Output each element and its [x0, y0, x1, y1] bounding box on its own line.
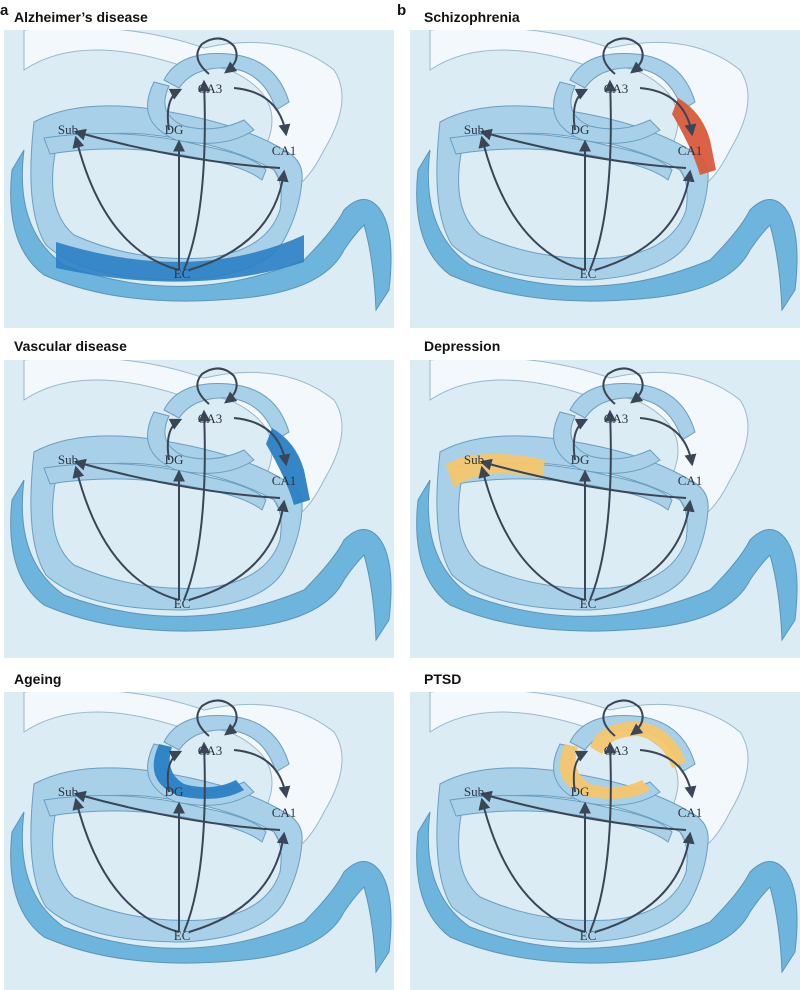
- label-dg: DG: [571, 122, 590, 137]
- label-ca1: CA1: [678, 473, 703, 488]
- panel-title-depression: Depression: [424, 338, 500, 354]
- hippocampus-panel-schizophrenia: CA3 DG Sub CA1 EC: [410, 30, 800, 328]
- label-sub: Sub: [58, 784, 78, 799]
- label-ca3: CA3: [604, 743, 629, 758]
- label-dg: DG: [165, 122, 184, 137]
- label-sub: Sub: [464, 452, 484, 467]
- label-ca3: CA3: [198, 411, 223, 426]
- panel-letter-b: b: [397, 2, 406, 19]
- label-ca1: CA1: [272, 473, 297, 488]
- hippocampus-panel-vascular: CA3 DG Sub CA1 EC: [4, 360, 394, 658]
- label-ca3: CA3: [198, 81, 223, 96]
- label-ec: EC: [580, 928, 597, 943]
- label-sub: Sub: [58, 452, 78, 467]
- hippocampus-panel-alzheimers: CA3 DG Sub CA1 EC: [4, 30, 394, 328]
- label-ca3: CA3: [198, 743, 223, 758]
- label-ca1: CA1: [678, 805, 703, 820]
- panel-title-ptsd: PTSD: [424, 671, 461, 687]
- panel-title-schizophrenia: Schizophrenia: [424, 9, 520, 25]
- label-ec: EC: [580, 596, 597, 611]
- label-dg: DG: [165, 452, 184, 467]
- label-sub: Sub: [464, 784, 484, 799]
- label-sub: Sub: [58, 122, 78, 137]
- hippocampus-panel-ageing: CA3 DG Sub CA1 EC: [4, 692, 394, 990]
- panel-title-ageing: Ageing: [14, 671, 61, 687]
- hippocampus-panel-depression: CA3 DG Sub CA1 EC: [410, 360, 800, 658]
- label-ca1: CA1: [678, 143, 703, 158]
- hippocampus-panel-ptsd: CA3 DG Sub CA1 EC: [410, 692, 800, 990]
- label-ca1: CA1: [272, 143, 297, 158]
- label-ec: EC: [174, 928, 191, 943]
- label-ec: EC: [174, 596, 191, 611]
- panel-letter-a: a: [0, 2, 8, 19]
- panel-title-vascular: Vascular disease: [14, 338, 127, 354]
- label-dg: DG: [165, 784, 184, 799]
- label-ec: EC: [580, 266, 597, 281]
- label-ca3: CA3: [604, 81, 629, 96]
- panel-title-alzheimers: Alzheimer’s disease: [14, 9, 148, 25]
- label-dg: DG: [571, 784, 590, 799]
- label-ec: EC: [174, 266, 191, 281]
- label-ca3: CA3: [604, 411, 629, 426]
- label-sub: Sub: [464, 122, 484, 137]
- label-ca1: CA1: [272, 805, 297, 820]
- label-dg: DG: [571, 452, 590, 467]
